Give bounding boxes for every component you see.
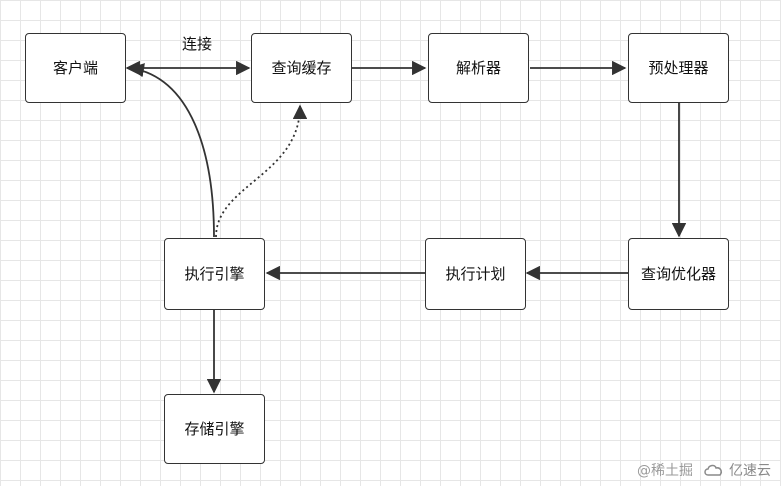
node-client: 客户端: [25, 33, 126, 103]
node-preprocessor: 预处理器: [628, 33, 729, 103]
node-query-optimizer: 查询优化器: [628, 238, 729, 310]
watermark: @稀土掘 亿速云: [637, 460, 771, 480]
connect-label: 连接: [182, 35, 213, 53]
node-parser: 解析器: [428, 33, 529, 103]
node-storage-engine: 存储引擎: [164, 394, 265, 464]
node-query-cache: 查询缓存: [251, 33, 352, 103]
watermark-yisu: 亿速云: [729, 463, 771, 479]
cloud-icon: [704, 464, 722, 476]
edge-engine-cache-dotted: [215, 104, 308, 238]
node-execution-engine: 执行引擎: [164, 238, 265, 310]
edge-engine-client: [129, 63, 215, 238]
node-execution-plan: 执行计划: [425, 238, 526, 310]
watermark-juejin: @稀土掘: [637, 463, 693, 479]
watermark-yisu-logo: 亿速云: [703, 460, 771, 480]
